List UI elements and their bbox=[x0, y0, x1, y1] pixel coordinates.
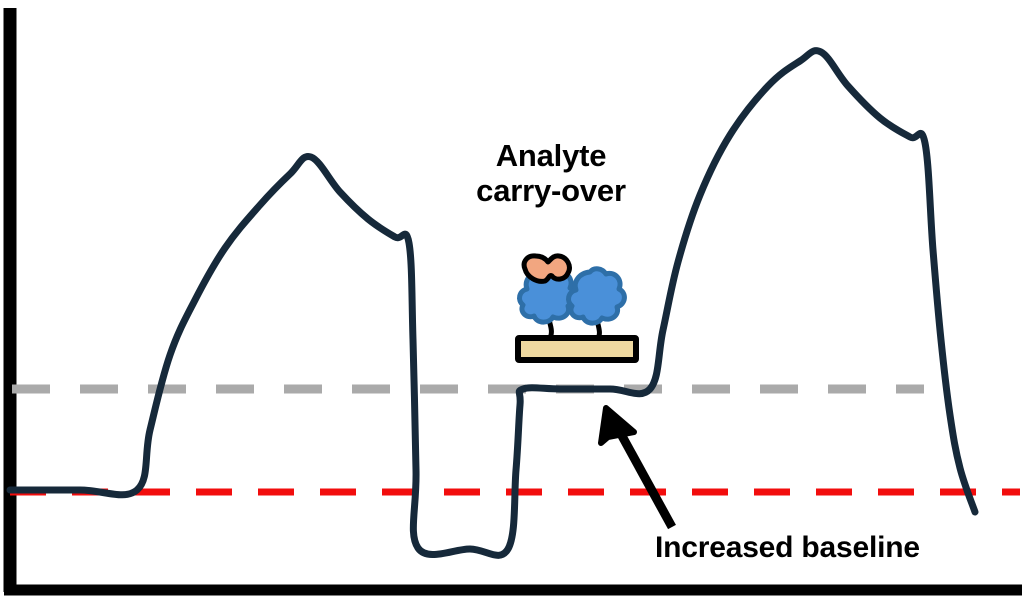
increased-baseline-annotation: Increased baseline bbox=[655, 531, 920, 564]
sensorgram-trace bbox=[6, 47, 979, 559]
sensor-chip-icon bbox=[515, 335, 639, 363]
analyte-carryover-annotation: Analyte carry-over bbox=[476, 138, 626, 208]
analyte-blob-icon bbox=[521, 253, 572, 284]
analyte-carryover-schematic bbox=[515, 253, 639, 363]
ligand-blob-icon bbox=[566, 266, 627, 326]
arrow-up-left-icon bbox=[598, 405, 676, 530]
